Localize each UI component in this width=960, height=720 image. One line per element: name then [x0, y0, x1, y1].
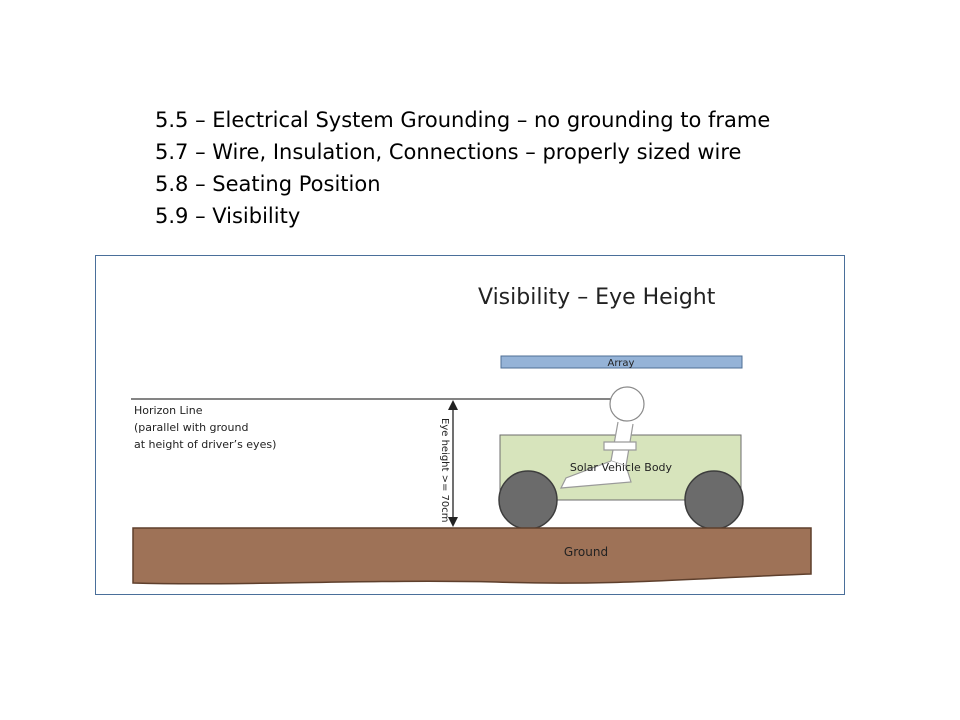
horizon-label-line: (parallel with ground — [134, 421, 248, 434]
rule-list: 5.5 – Electrical System Grounding – no g… — [155, 104, 770, 232]
solar-array — [500, 355, 743, 369]
horizon-label-line: Horizon Line — [134, 404, 203, 417]
ground-strip — [132, 527, 812, 585]
driver-head-icon — [609, 386, 645, 422]
array-label: Array — [608, 358, 635, 369]
arrow-down-icon — [448, 517, 458, 527]
visibility-diagram: Visibility – Eye Height Array Horizon Li… — [95, 255, 845, 595]
arrow-up-icon — [448, 400, 458, 410]
rule-item: 5.5 – Electrical System Grounding – no g… — [155, 108, 771, 132]
horizon-label-line: at height of driver’s eyes) — [134, 438, 276, 451]
rule-item: 5.7 – Wire, Insulation, Connections – pr… — [155, 140, 742, 164]
horizon-label: Horizon Line (parallel with ground at he… — [134, 404, 276, 451]
rule-item: 5.9 – Visibility — [155, 204, 301, 228]
driver-figure — [559, 386, 645, 489]
eye-height-label: Eye height >= 70cm — [439, 418, 450, 523]
vehicle-body-label: Solar Vehicle Body — [570, 461, 673, 474]
rear-wheel-icon — [684, 470, 744, 530]
rule-item: 5.8 – Seating Position — [155, 172, 381, 196]
diagram-canvas: Visibility – Eye Height Array Horizon Li… — [131, 285, 812, 585]
front-wheel-icon — [498, 470, 558, 530]
ground-label: Ground — [564, 545, 608, 559]
diagram-title: Visibility – Eye Height — [478, 285, 716, 310]
